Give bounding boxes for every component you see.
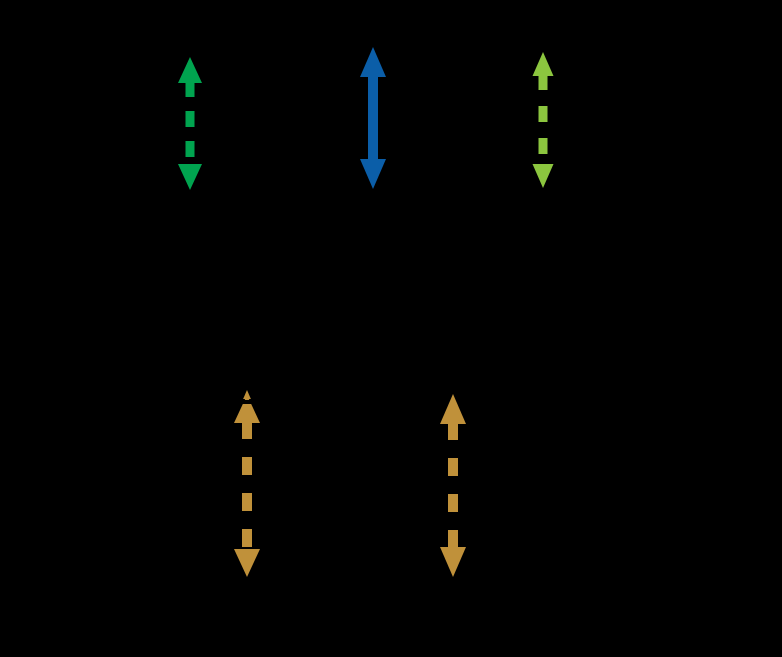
tan-dashed-double-arrow-right-head-down-icon [440,547,466,577]
blue-solid-double-arrow-head-down-icon [360,159,386,189]
blue-solid-double-arrow[interactable] [360,47,386,189]
tan-dashed-double-arrow-left-head-up-icon [234,395,260,423]
tan-dashed-double-arrow-right[interactable] [440,394,466,577]
green-dashed-double-arrow-head-down-icon [178,164,202,190]
green-dashed-double-arrow-head-up-icon [178,57,202,83]
tan-dashed-double-arrow-left-head-tip-fragment-icon [243,390,251,399]
green-dashed-double-arrow[interactable] [178,57,202,190]
tan-dashed-double-arrow-left[interactable] [233,390,261,577]
tan-dashed-double-arrow-left-head-dash-gap [233,400,261,404]
blue-solid-double-arrow-head-up-icon [360,47,386,77]
light-green-dashed-double-arrow-head-down-icon [532,164,554,188]
light-green-dashed-double-arrow[interactable] [532,52,554,188]
tan-dashed-double-arrow-right-head-up-icon [440,394,466,424]
tan-dashed-double-arrow-left-head-down-icon [234,549,260,577]
light-green-dashed-double-arrow-head-up-icon [532,52,554,76]
